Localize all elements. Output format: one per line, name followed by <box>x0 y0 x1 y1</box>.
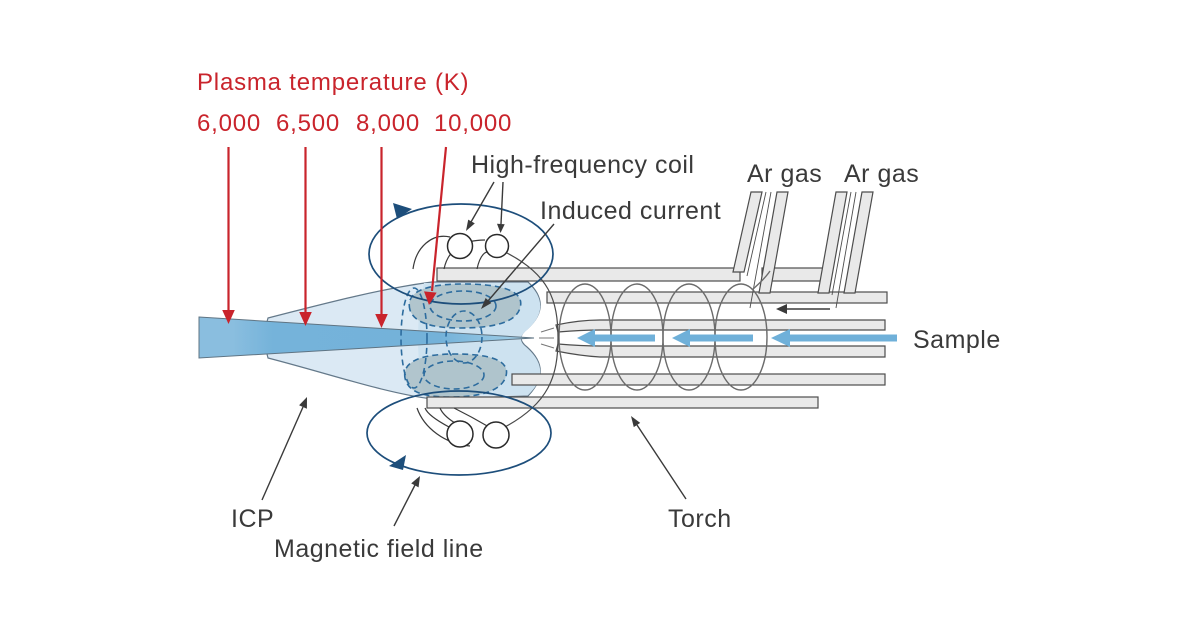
temperature-arrows <box>222 146 448 328</box>
ar-gas-label-left: Ar gas <box>747 160 822 188</box>
sample-label: Sample <box>913 326 1001 354</box>
coil-turns <box>446 232 510 449</box>
plasma-core-wedge <box>198 316 535 359</box>
magnetic-field-pointer-arrow <box>393 476 420 527</box>
field-direction-arrowhead-top <box>393 203 412 219</box>
coil-winding-arc <box>502 251 559 429</box>
coil-pointer-arrow-right <box>497 181 505 233</box>
label-pointer-arrows <box>261 181 687 527</box>
magnetic-field-ellipse-bottom <box>366 390 552 476</box>
icp-pointer-arrow <box>261 397 307 501</box>
inlet-bore-lines <box>746 191 857 309</box>
magnetic-field-line-label: Magnetic field line <box>274 535 484 563</box>
red-temp-arrow-6000 <box>222 147 235 324</box>
temp-label-8000: 8,000 <box>356 110 420 137</box>
temp-label-10000: 10,000 <box>434 110 512 137</box>
ar-gas-inlet-1 <box>732 191 789 294</box>
high-frequency-coil-label: High-frequency coil <box>471 151 695 179</box>
red-temp-arrow-8000 <box>375 147 388 328</box>
icp-label: ICP <box>231 505 274 533</box>
coil-turn <box>446 232 474 260</box>
red-temp-arrow-10000 <box>424 146 448 305</box>
coil-turn <box>446 420 474 448</box>
coil-turn <box>482 421 510 449</box>
induced-current-pointer-arrow <box>481 223 555 309</box>
coil-turn <box>484 233 510 259</box>
temp-label-6000: 6,000 <box>197 110 261 137</box>
induced-current-label: Induced current <box>540 197 721 225</box>
torch-tube <box>426 191 888 409</box>
plasma-temperature-title: Plasma temperature (K) <box>197 69 469 96</box>
magnetic-field-ellipse-top <box>368 203 554 305</box>
torch-pointer-arrow <box>631 416 687 500</box>
gas-flow-arrow <box>776 304 830 314</box>
ar-gas-inlet-2 <box>817 191 874 294</box>
nozzle-spray <box>539 327 555 349</box>
temp-label-6500: 6,500 <box>276 110 340 137</box>
sample-arrow <box>672 329 753 347</box>
induced-current-region <box>400 283 522 398</box>
torch-label: Torch <box>668 505 732 533</box>
ar-gas-label-right: Ar gas <box>844 160 919 188</box>
field-direction-arrowhead-bottom <box>389 455 406 470</box>
sample-arrow <box>771 329 897 347</box>
red-temp-arrow-6500 <box>299 147 312 326</box>
sample-flow-arrows <box>577 329 897 347</box>
coil-pointer-arrow-left <box>466 181 495 231</box>
sample-arrow <box>577 329 655 347</box>
